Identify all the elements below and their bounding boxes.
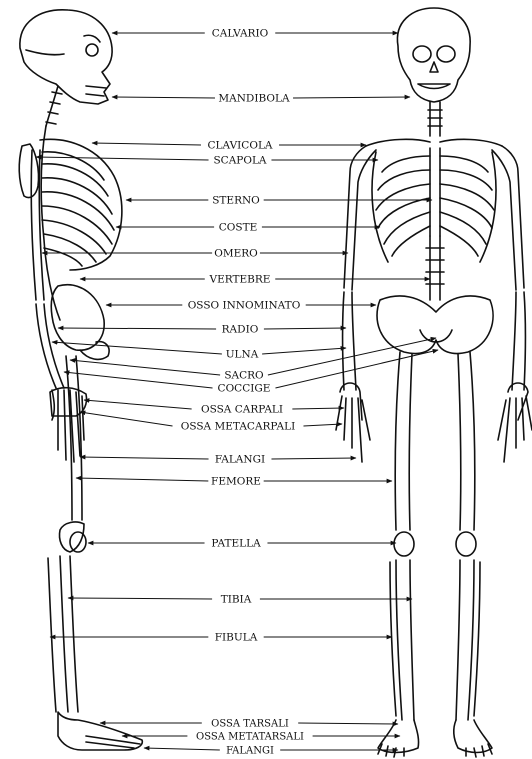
leader-left-falangi-mano (80, 457, 209, 459)
label-omero: OMERO (214, 248, 258, 260)
leader-right-mandibola (293, 97, 410, 98)
front-humerus-right (492, 146, 524, 290)
front-foot-right (454, 720, 492, 753)
leader-left-clavicola (92, 143, 201, 145)
label-sterno: STERNO (212, 195, 260, 207)
leader-left-ulna (52, 342, 222, 354)
leader-right-ossa-carpali (292, 408, 344, 409)
label-patella: PATELLA (211, 538, 261, 550)
label-ossa-metatarsali: OSSA METATARSALI (196, 732, 304, 743)
side-scapula (19, 144, 38, 198)
label-tibia: TIBIA (221, 594, 252, 606)
front-hand-right (498, 383, 532, 462)
side-forearm (36, 304, 64, 388)
side-fibula (48, 558, 56, 712)
label-mandibola: MANDIBOLA (218, 93, 290, 105)
leader-left-tibia (68, 598, 212, 599)
leader-left-mandibola (112, 97, 215, 98)
front-ribcage (372, 152, 496, 262)
label-ossa-tarsali: OSSA TARSALI (211, 719, 289, 730)
front-leg-left (390, 560, 414, 720)
leader-right-ulna (262, 348, 346, 354)
label-fibula: FIBULA (215, 632, 258, 644)
label-ossa-metacarpali: OSSA METACARPALI (181, 421, 296, 433)
front-neck (430, 102, 440, 136)
front-patella-left (394, 532, 414, 556)
front-hand-left (336, 383, 370, 462)
leader-left-coccige (64, 372, 213, 388)
front-femur-right (458, 352, 475, 530)
label-coste: COSTE (219, 222, 258, 234)
front-forearm-left (343, 292, 357, 390)
label-scapola: SCAPOLA (213, 155, 266, 167)
label-ulna: ULNA (226, 349, 259, 361)
front-clavicles (366, 139, 502, 146)
leader-left-scapola (36, 157, 209, 160)
label-vertebre: VERTEBRE (209, 274, 271, 286)
leader-right-falangi-mano (271, 458, 356, 459)
label-sacro: SACRO (224, 370, 264, 382)
front-spine (430, 236, 440, 300)
front-leg-right (456, 560, 480, 720)
side-skull (20, 10, 112, 104)
label-coccige: COCCIGE (218, 383, 271, 395)
side-tibia (60, 556, 78, 712)
leader-right-ossa-tarsali (298, 723, 398, 724)
label-femore: FEMORE (211, 476, 261, 488)
leader-right-radio (264, 328, 346, 329)
front-skeleton (336, 8, 532, 757)
front-femur-left (395, 352, 412, 530)
label-falangi-piede: FALANGI (226, 746, 274, 757)
leader-left-femore (76, 478, 208, 481)
label-ossa-carpali: OSSA CARPALI (201, 404, 283, 416)
side-skeleton (19, 10, 142, 750)
label-falangi-mano: FALANGI (215, 454, 265, 466)
labels-layer: CALVARIO MANDIBOLA CLAVICOLA SCAPOLA STERNO C… (36, 28, 438, 757)
front-pelvis (377, 296, 493, 354)
label-clavicola: CLAVICOLA (208, 140, 273, 152)
front-patella-right (456, 532, 476, 556)
leader-left-sacro (70, 360, 220, 375)
front-humerus-left (344, 146, 376, 290)
front-forearm-right (512, 292, 526, 390)
leader-left-falangi-piede (144, 748, 220, 750)
label-calvario: CALVARIO (212, 28, 269, 40)
label-osso-innominato: OSSO INNOMINATO (188, 300, 301, 312)
label-radio: RADIO (222, 324, 259, 336)
leader-left-ossa-carpali (84, 400, 192, 409)
leader-left-radio (58, 328, 216, 329)
leader-left-ossa-metacarpali (80, 412, 173, 426)
